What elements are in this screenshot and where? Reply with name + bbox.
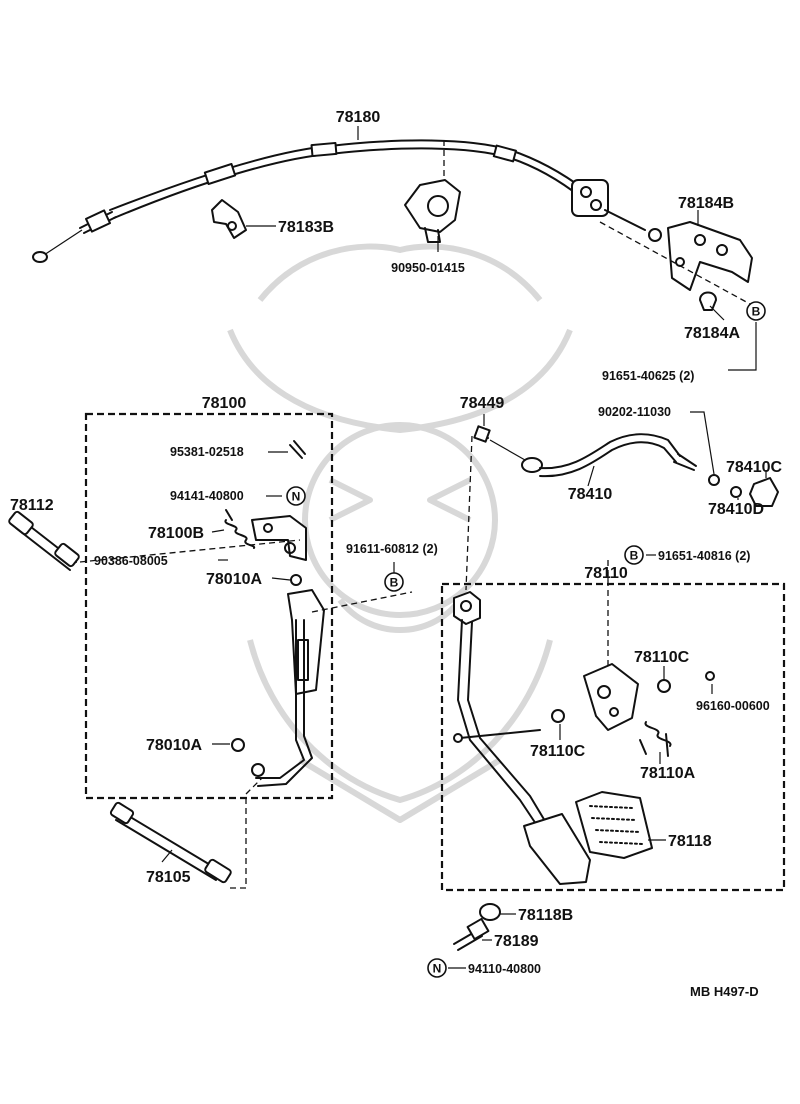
label-78110C-bottom: 78110C [530, 743, 586, 760]
label-78410D: 78410D [708, 501, 764, 518]
label-78010A-bottom: 78010A [146, 737, 202, 754]
watermark-emblem [227, 243, 573, 823]
pedal-bushings-springs [551, 671, 715, 757]
svg-text:B: B [630, 549, 639, 563]
svg-text:B: B [390, 576, 399, 590]
label-90202-11030: 90202-11030 [598, 405, 671, 419]
cable-clamp-78183B [211, 199, 247, 239]
bolt-symbol-right: B [624, 545, 644, 565]
leader-lines [79, 126, 767, 969]
label-91651-40816: 91651-40816 (2) [658, 549, 750, 563]
label-78110C-top: 78110C [634, 649, 690, 666]
nut-symbol-94110: N [427, 958, 447, 978]
svg-text:B: B [752, 305, 761, 319]
label-90950-01415: 90950-01415 [391, 261, 465, 275]
label-95381-02518: 95381-02518 [170, 445, 244, 459]
label-78410C: 78410C [726, 459, 782, 476]
nut-symbol-94141: N [286, 486, 306, 506]
assembly-box-78110 [440, 582, 786, 892]
stopper-bolt-78189 [453, 903, 501, 951]
diagram-code: MB H497-D [690, 984, 759, 999]
label-78100: 78100 [202, 395, 247, 412]
label-78180: 78180 [336, 109, 381, 126]
label-78118: 78118 [668, 833, 712, 850]
rod-78105 [109, 801, 232, 884]
label-78112: 78112 [10, 497, 54, 514]
label-91651-40625: 91651-40625 (2) [602, 369, 694, 383]
label-78183B: 78183B [278, 219, 334, 236]
cable-clamp-90950-01415 [404, 179, 461, 243]
part-labels: 78180 78183B 90950-01415 78184B 78184A 9… [10, 109, 782, 999]
label-96160-00600: 96160-00600 [696, 699, 770, 713]
label-78110: 78110 [584, 565, 628, 582]
svg-text:N: N [433, 962, 442, 976]
rod-78112 [8, 510, 80, 571]
label-78118B: 78118B [518, 907, 573, 924]
label-78184A: 78184A [684, 325, 740, 342]
label-78010A-top: 78010A [206, 571, 262, 588]
accelerator-cable [32, 139, 662, 263]
label-78410: 78410 [568, 486, 613, 503]
label-78189: 78189 [494, 933, 539, 950]
pedal-bracket-78110 [583, 663, 639, 731]
label-78184B: 78184B [678, 195, 734, 212]
cable-78410 [473, 425, 779, 507]
label-78105: 78105 [146, 869, 191, 886]
clip-78184A [699, 291, 717, 311]
label-78449: 78449 [460, 395, 505, 412]
assembly-box-78100 [84, 412, 334, 800]
bolt-symbol-top: B [746, 301, 766, 321]
label-91611-60812: 91611-60812 (2) [346, 542, 438, 556]
label-94141-40800: 94141-40800 [170, 489, 244, 503]
bolt-symbol-middle: B [384, 572, 404, 592]
link-lever-assembly-78100 [224, 440, 325, 787]
label-78100B: 78100B [148, 525, 204, 542]
bracket-78184B [667, 221, 753, 291]
pedal-arm-78110 [453, 591, 591, 885]
svg-text:N: N [292, 490, 301, 504]
label-94110-40800: 94110-40800 [468, 962, 541, 976]
pedal-pad-78118 [575, 791, 653, 859]
label-90386-08005: 90386-08005 [94, 554, 168, 568]
label-78110A: 78110A [640, 765, 696, 782]
